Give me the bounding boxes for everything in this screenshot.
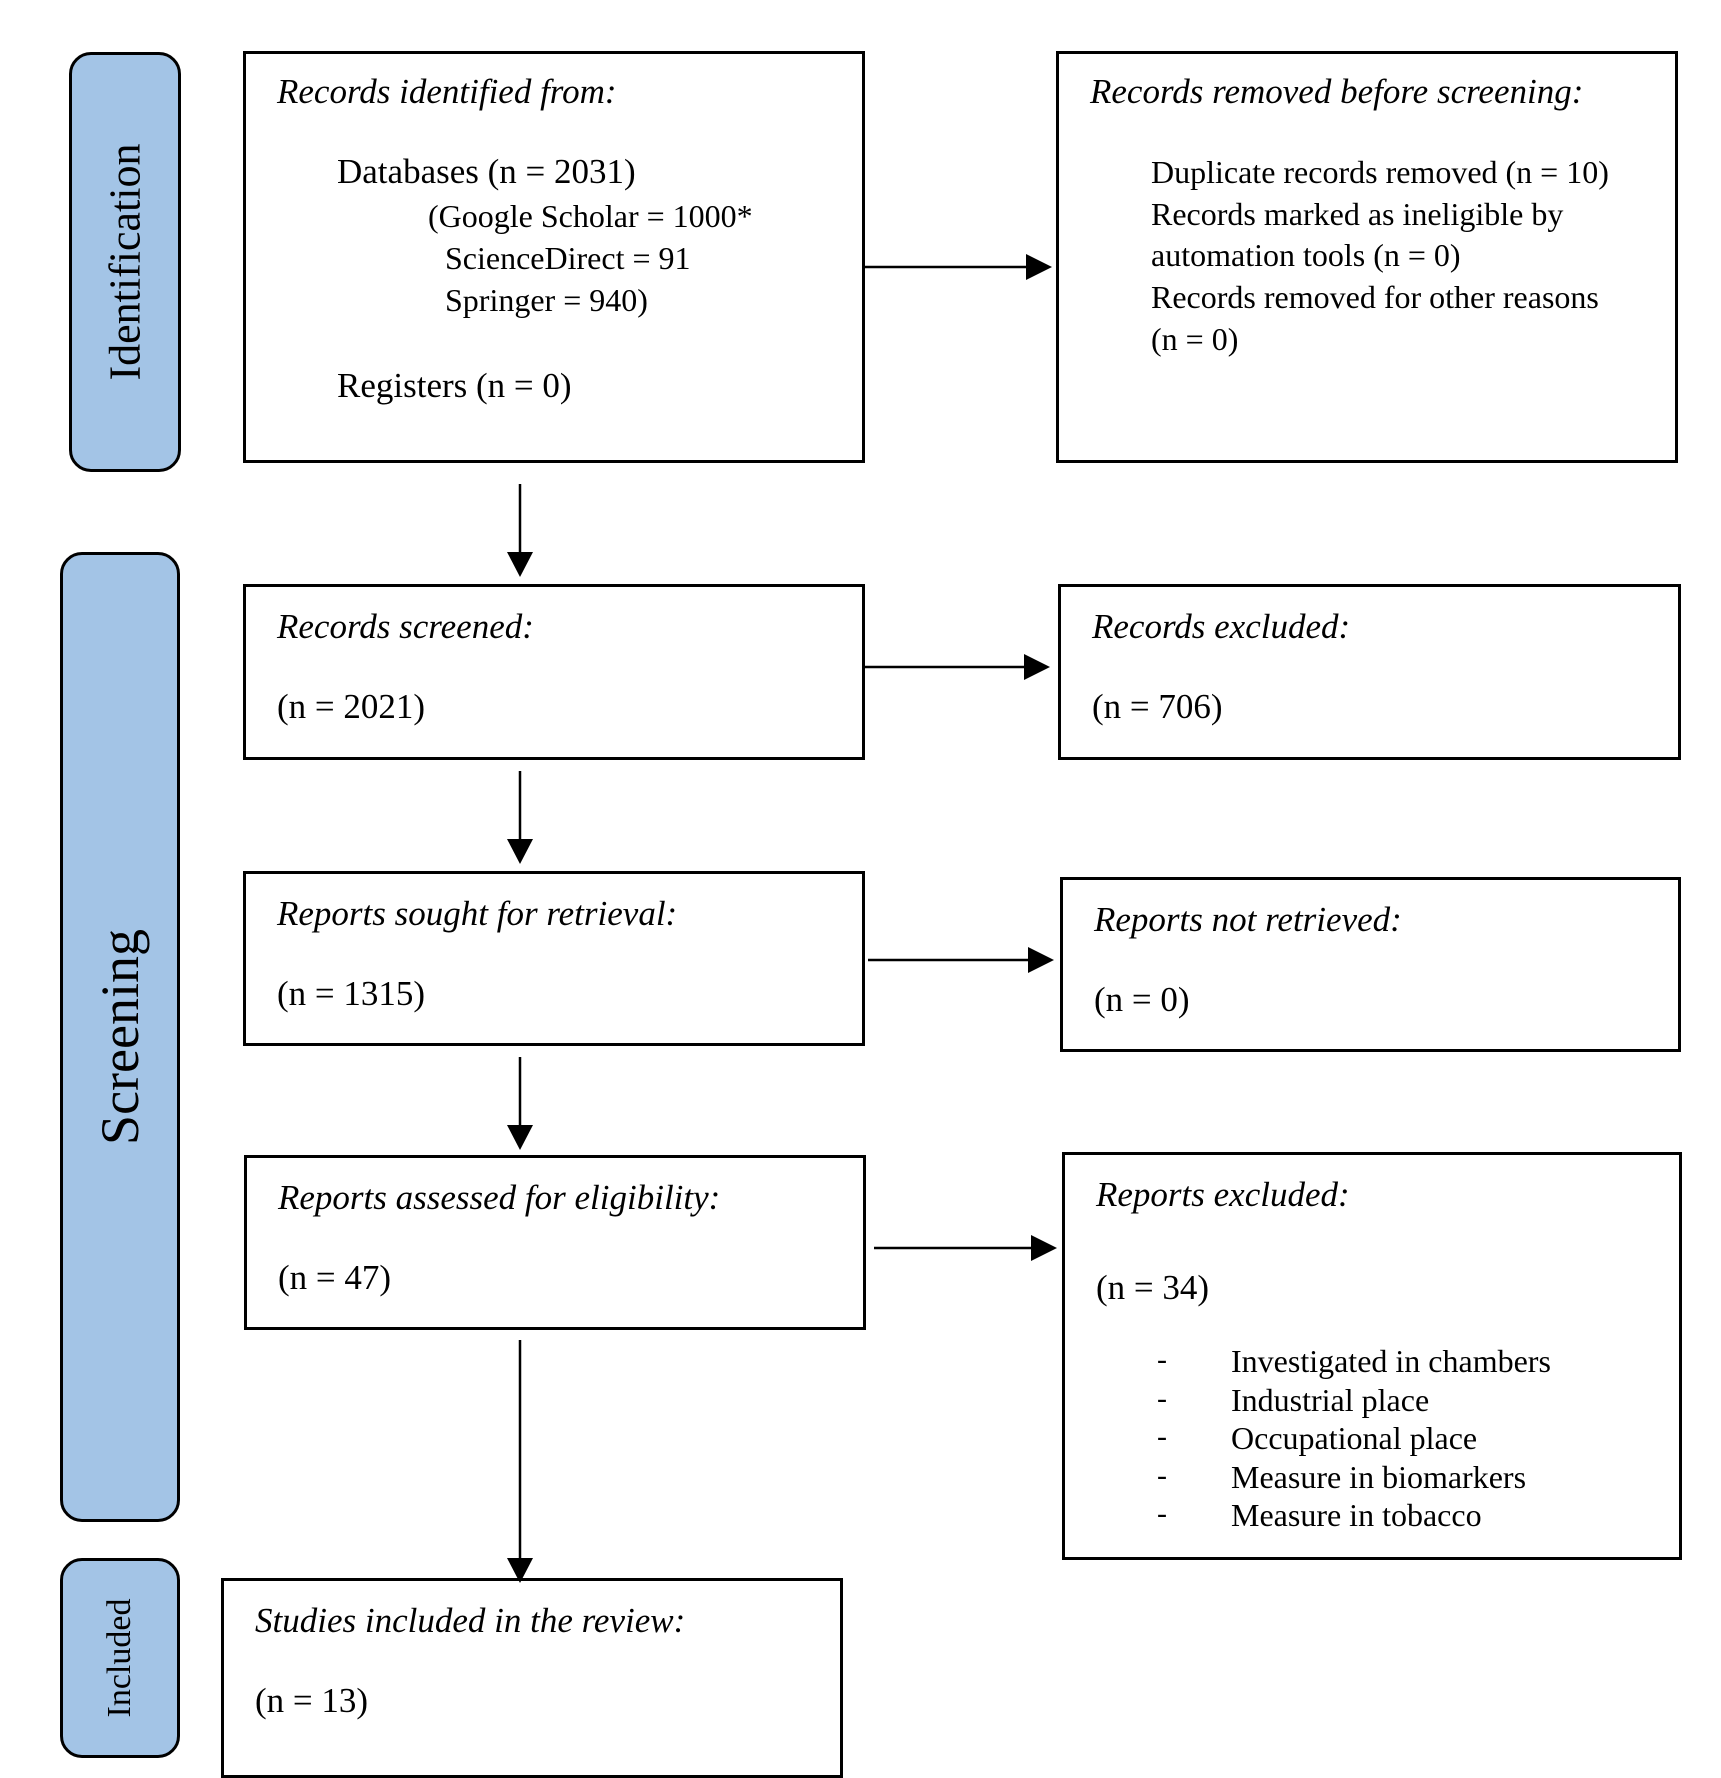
ineligible-line1: Records marked as ineligible by: [1151, 196, 1564, 232]
phase-screening: Screening: [60, 552, 180, 1522]
reports-excluded-heading: Reports excluded:: [1096, 1175, 1350, 1214]
exclusion-reason-bullet: -: [1157, 1381, 1167, 1415]
duplicates-removed: Duplicate records removed (n = 10): [1151, 154, 1609, 190]
records-removed-heading: Records removed before screening:: [1090, 72, 1584, 111]
records-identified-heading: Records identified from:: [277, 72, 617, 111]
studies-included-box: Studies included in the review: (n = 13): [221, 1578, 843, 1778]
arrowhead-screened: [507, 552, 533, 577]
arrowhead-not-retrieved: [1028, 947, 1054, 973]
reports-assessed-box: Reports assessed for eligibility: (n = 4…: [244, 1155, 866, 1330]
phase-included: Included: [60, 1558, 180, 1758]
records-excluded-heading: Records excluded:: [1092, 607, 1351, 646]
reports-assessed-count: (n = 47): [278, 1258, 392, 1297]
ineligible-line2: automation tools (n = 0): [1151, 237, 1461, 273]
springer-count: Springer = 940): [445, 282, 648, 318]
arrowhead-reports-excluded: [1031, 1235, 1057, 1261]
other-reasons-line2: (n = 0): [1151, 321, 1239, 357]
reports-excluded-count: (n = 34): [1096, 1268, 1210, 1307]
exclusion-reason-bullet: -: [1157, 1420, 1167, 1453]
sciencedirect-count: ScienceDirect = 91: [445, 240, 691, 276]
records-excluded-count: (n = 706): [1092, 687, 1223, 726]
studies-included-count: (n = 13): [255, 1681, 369, 1720]
reports-excluded-box: Reports excluded: (n = 34) - Investigated…: [1062, 1152, 1682, 1560]
records-removed-box: Records removed before screening: Duplic…: [1056, 51, 1678, 463]
records-screened-heading: Records screened:: [277, 607, 534, 646]
phase-screening-label: Screening: [90, 929, 150, 1145]
other-reasons-line1: Records removed for other reasons: [1151, 279, 1599, 315]
arrowhead-excluded: [1024, 654, 1050, 680]
reports-sought-box: Reports sought for retrieval: (n = 1315): [243, 871, 865, 1046]
reports-not-retrieved-count: (n = 0): [1094, 980, 1190, 1019]
reports-assessed-heading: Reports assessed for eligibility:: [278, 1178, 721, 1217]
exclusion-reason: Industrial place: [1231, 1381, 1430, 1418]
exclusion-reason: Measure in biomarkers: [1231, 1458, 1527, 1495]
records-screened-box: Records screened: (n = 2021): [243, 584, 865, 760]
studies-included-heading: Studies included in the review:: [255, 1601, 686, 1640]
arrowhead-removed: [1026, 254, 1052, 280]
phase-identification: Identification: [69, 52, 181, 472]
arrowhead-assessed: [507, 1125, 533, 1150]
google-scholar-count: (Google Scholar = 1000*: [428, 198, 753, 234]
exclusion-reason-bullet: -: [1157, 1343, 1167, 1376]
exclusion-reason: Measure in tobacco: [1231, 1497, 1482, 1533]
registers-count: Registers (n = 0): [337, 366, 572, 405]
exclusion-reason-bullet: -: [1157, 1458, 1167, 1492]
records-identified-box: Records identified from: Databases (n = …: [243, 51, 865, 463]
exclusion-reason-bullet: -: [1157, 1497, 1167, 1530]
exclusion-reason: Occupational place: [1231, 1420, 1478, 1456]
reports-sought-heading: Reports sought for retrieval:: [277, 894, 678, 933]
reports-sought-count: (n = 1315): [277, 974, 426, 1013]
records-excluded-box: Records excluded: (n = 706): [1058, 584, 1681, 760]
databases-count: Databases (n = 2031): [337, 152, 636, 191]
exclusion-reason: Investigated in chambers: [1231, 1343, 1551, 1379]
reports-not-retrieved-heading: Reports not retrieved:: [1094, 900, 1402, 939]
phase-included-label: Included: [101, 1598, 138, 1718]
reports-not-retrieved-box: Reports not retrieved: (n = 0): [1060, 877, 1681, 1052]
arrowhead-sought: [507, 839, 533, 864]
phase-identification-label: Identification: [100, 143, 150, 381]
records-screened-count: (n = 2021): [277, 687, 426, 726]
